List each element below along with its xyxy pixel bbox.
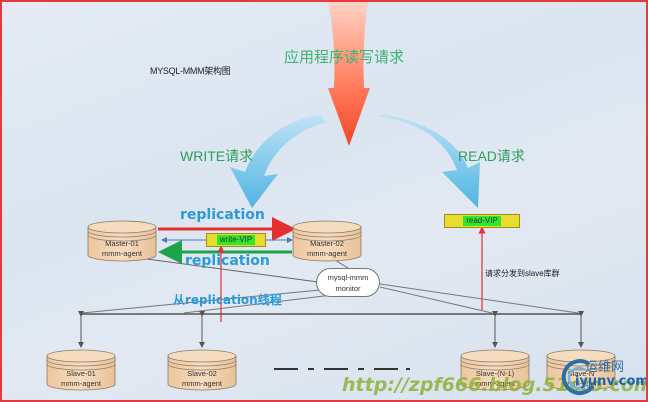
write-vip-label: write-VIP	[216, 235, 256, 245]
node-agent: mmm-agent	[101, 249, 142, 258]
read-request-arrow	[377, 114, 480, 208]
write-request-label: WRITE请求	[180, 148, 254, 164]
node-agent: mmm-agent	[181, 379, 222, 388]
logo-swirl-icon	[561, 359, 595, 396]
monitor-name: mysql-mmm	[327, 273, 369, 282]
node-agent: mmm-agent	[560, 379, 601, 388]
logo-cn-text: 运维网	[585, 360, 625, 375]
monitor-line-right2	[379, 283, 579, 314]
slave-n-node: Slave-N mmm-agent	[547, 369, 615, 389]
master-01-cylinder	[87, 220, 157, 262]
master-02-node: Master-02 mmm-agent	[293, 239, 361, 259]
app-request-label: 应用程序读写请求	[284, 49, 405, 66]
slave-01-node: Slave-01 mmm-agent	[47, 369, 115, 389]
monitor-role: monitor	[335, 284, 361, 293]
node-agent: mmm-agent	[474, 379, 515, 388]
node-agent: mmm-agent	[60, 379, 101, 388]
node-name: Slave-01	[66, 369, 96, 378]
master-02-cylinder	[292, 220, 362, 262]
node-name: Slave-(N-1)	[475, 369, 515, 378]
monitor-line-left	[81, 289, 321, 314]
app-request-arrow	[328, 2, 370, 146]
monitor-line-mid	[183, 294, 333, 314]
mysql-mmm-monitor-node: mysql-mmm monitor	[316, 268, 380, 297]
monitor-line-master02	[334, 259, 349, 269]
dispatch-label: 请求分发到slave库群	[485, 269, 560, 278]
slave-02-node: Slave-02 mmm-agent	[168, 369, 236, 389]
slave-02-cylinder	[167, 349, 237, 391]
monitor-line-master01	[131, 256, 319, 283]
replication-label-top: replication	[180, 207, 265, 223]
node-name: Slave-N	[567, 369, 595, 378]
node-name: Master-01	[105, 239, 139, 248]
replication-label-bottom: replication	[185, 253, 270, 269]
slave-n-minus-1-cylinder	[460, 349, 530, 391]
node-name: Master-02	[310, 239, 344, 248]
node-name: Slave-02	[187, 369, 217, 378]
logo-en-text: iyunv.com	[575, 374, 648, 389]
node-agent: mmm-agent	[306, 249, 347, 258]
slave-replication-label: 从replication线程	[173, 293, 282, 307]
write-vip-box: write-VIP	[206, 233, 266, 247]
write-request-arrow	[230, 115, 326, 208]
slave-n-minus-1-node: Slave-(N-1) mmm-agent	[461, 369, 529, 389]
slave-01-cylinder	[46, 349, 116, 391]
diagram-title: MYSQL-MMM架构图	[150, 66, 231, 76]
monitor-line-right1	[379, 286, 493, 314]
read-vip-box: read-VIP	[444, 214, 520, 228]
read-request-label: READ请求	[458, 148, 525, 164]
master-01-node: Master-01 mmm-agent	[88, 239, 156, 259]
site-logo: 运维网 iyunv.com	[559, 354, 648, 398]
read-vip-label: read-VIP	[463, 216, 501, 226]
